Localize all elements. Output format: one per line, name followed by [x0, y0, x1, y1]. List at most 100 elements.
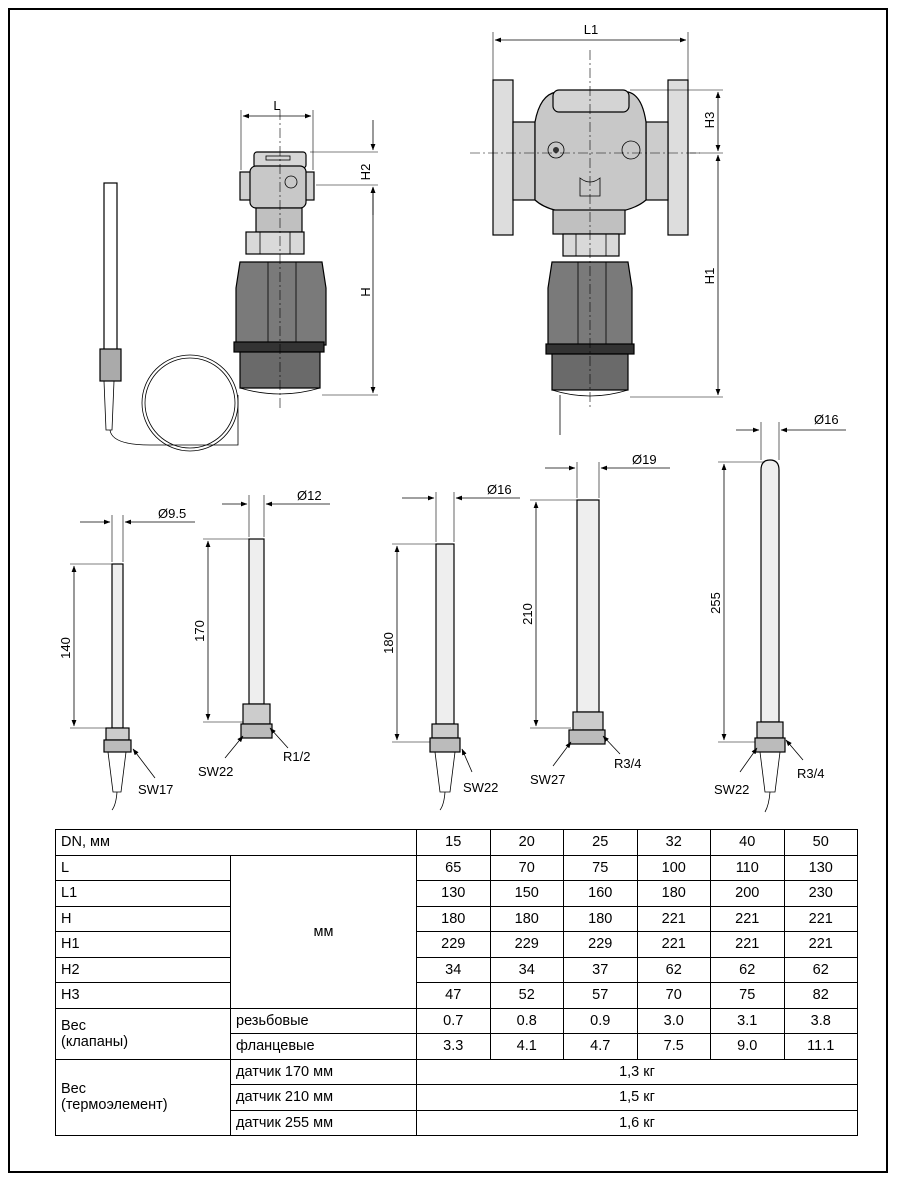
row-label: резьбовые	[230, 1007, 417, 1034]
table-cell: 75	[710, 982, 785, 1009]
row-label: H2	[55, 956, 231, 983]
row-label: H	[55, 905, 231, 932]
table-cell: 221	[710, 905, 785, 932]
sensor5-length: 255	[708, 592, 723, 614]
sensor2-diameter: Ø12	[297, 488, 322, 503]
table-cell: 160	[563, 880, 638, 907]
table-cell: 221	[783, 905, 858, 932]
sensor4-thread: R3/4	[614, 756, 641, 771]
sensor-210: Ø19 210 SW27 R3/4	[520, 452, 670, 787]
dim-H2-label: H2	[358, 164, 373, 181]
element-weight-label: Вес (термоэлемент)	[55, 1058, 231, 1136]
table-cell: 57	[563, 982, 638, 1009]
threaded-valve-view: L H2 H	[99, 98, 378, 452]
table-cell: 11.1	[783, 1033, 858, 1060]
table-cell: 0.9	[563, 1007, 638, 1034]
table-cell: 15	[416, 829, 491, 856]
dim-L-label: L	[273, 98, 280, 113]
table-cell: 150	[489, 880, 564, 907]
table-cell: 130	[416, 880, 491, 907]
sensor3-wrench: SW22	[463, 780, 498, 795]
dim-H-label: H	[358, 287, 373, 296]
immersion-sensor-tube	[103, 182, 118, 354]
row-label: датчик 170 мм	[230, 1058, 417, 1085]
table-cell: 75	[563, 854, 638, 881]
table-cell: 52	[489, 982, 564, 1009]
table-cell: 34	[416, 956, 491, 983]
table-cell: 110	[710, 854, 785, 881]
drawing-frame	[8, 8, 888, 1173]
label-line: Вес	[61, 1081, 86, 1098]
sensor-spring	[103, 380, 115, 431]
table-cell: 3.0	[636, 1007, 711, 1034]
table-cell: 65	[416, 854, 491, 881]
sensor3-diameter: Ø16	[487, 482, 512, 497]
table-row: фланцевые 3.3 4.1 4.7 7.5 9.0 11.1	[56, 1033, 858, 1060]
thermostatic-actuator	[235, 261, 327, 346]
capillary-line	[109, 395, 239, 446]
table-cell: 229	[416, 931, 491, 958]
table-cell: 7.5	[636, 1033, 711, 1060]
table-row: Вес (клапаны) резьбовые 0.7 0.8 0.9 3.0 …	[55, 1007, 858, 1060]
coupling-nut	[245, 231, 305, 255]
table-cell: 3.1	[710, 1007, 785, 1034]
sensor4-diameter: Ø19	[632, 452, 657, 467]
table-cell: 4.1	[489, 1033, 564, 1060]
table-row: H1 229 229 229 221 221 221	[55, 931, 858, 958]
table-cell: 230	[783, 880, 858, 907]
sensor1-diameter: Ø9.5	[158, 506, 186, 521]
table-cell: 9.0	[710, 1033, 785, 1060]
dim-L1-label: L1	[584, 22, 598, 37]
right-flange	[667, 79, 689, 236]
label-line: (клапаны)	[61, 1033, 129, 1050]
sensor4-wrench: SW27	[530, 772, 565, 787]
sensor4-length: 210	[520, 603, 535, 625]
table-row: H3 47 52 57 70 75 82	[55, 982, 858, 1009]
table-cell: 130	[783, 854, 858, 881]
label-line: Вес	[61, 1017, 86, 1034]
table-cell: 62	[710, 956, 785, 983]
valve-weight-label: Вес (клапаны)	[55, 1007, 231, 1060]
table-cell: 1,3 кг	[416, 1058, 858, 1085]
table-row: датчик 255 мм 1,6 кг	[56, 1109, 858, 1136]
sensor-255: Ø16 255 SW22 R3/4	[708, 412, 846, 813]
sensor5-diameter: Ø16	[814, 412, 839, 427]
table-cell: 47	[416, 982, 491, 1009]
table-cell: 200	[710, 880, 785, 907]
table-cell: 221	[710, 931, 785, 958]
sensor2-thread: R1/2	[283, 749, 310, 764]
row-label: H1	[55, 931, 231, 958]
table-cell: 0.8	[489, 1007, 564, 1034]
table-cell: 180	[563, 905, 638, 932]
table-row: L мм 65 70 75 100 110 130	[55, 854, 858, 1009]
left-flange	[492, 79, 514, 236]
table-cell: 62	[783, 956, 858, 983]
table-cell: 180	[636, 880, 711, 907]
row-label: L1	[55, 880, 231, 907]
sensor5-wrench: SW22	[714, 782, 749, 797]
table-cell: 180	[489, 905, 564, 932]
table-cell: 70	[489, 854, 564, 881]
sensor-nut	[99, 348, 122, 382]
table-cell: 34	[489, 956, 564, 983]
table-cell: 25	[563, 829, 638, 856]
label-line: (термоэлемент)	[61, 1097, 168, 1114]
dn-label: DN, мм	[55, 829, 417, 856]
table-cell: 221	[783, 931, 858, 958]
sensor2-wrench: SW22	[198, 764, 233, 779]
sensor-170: Ø12 170 SW22 R1/2	[192, 488, 330, 779]
table-cell: 100	[636, 854, 711, 881]
flanged-valve-view: L1 H3 H1	[470, 22, 723, 435]
unit-cell: мм	[230, 854, 417, 1009]
table-cell: 82	[783, 982, 858, 1009]
table-cell: 221	[636, 931, 711, 958]
table-cell: 0.7	[416, 1007, 491, 1034]
sensor5-thread: R3/4	[797, 766, 824, 781]
table-row: L1 130 150 160 180 200 230	[55, 880, 858, 907]
dim-H1-label: H1	[702, 268, 717, 285]
technical-drawing: L H2 H	[58, 22, 846, 813]
table-cell: 62	[636, 956, 711, 983]
row-label: датчик 255 мм	[230, 1109, 417, 1136]
table-cell: 50	[783, 829, 858, 856]
sensor-180: Ø16 180 SW22	[381, 482, 520, 811]
